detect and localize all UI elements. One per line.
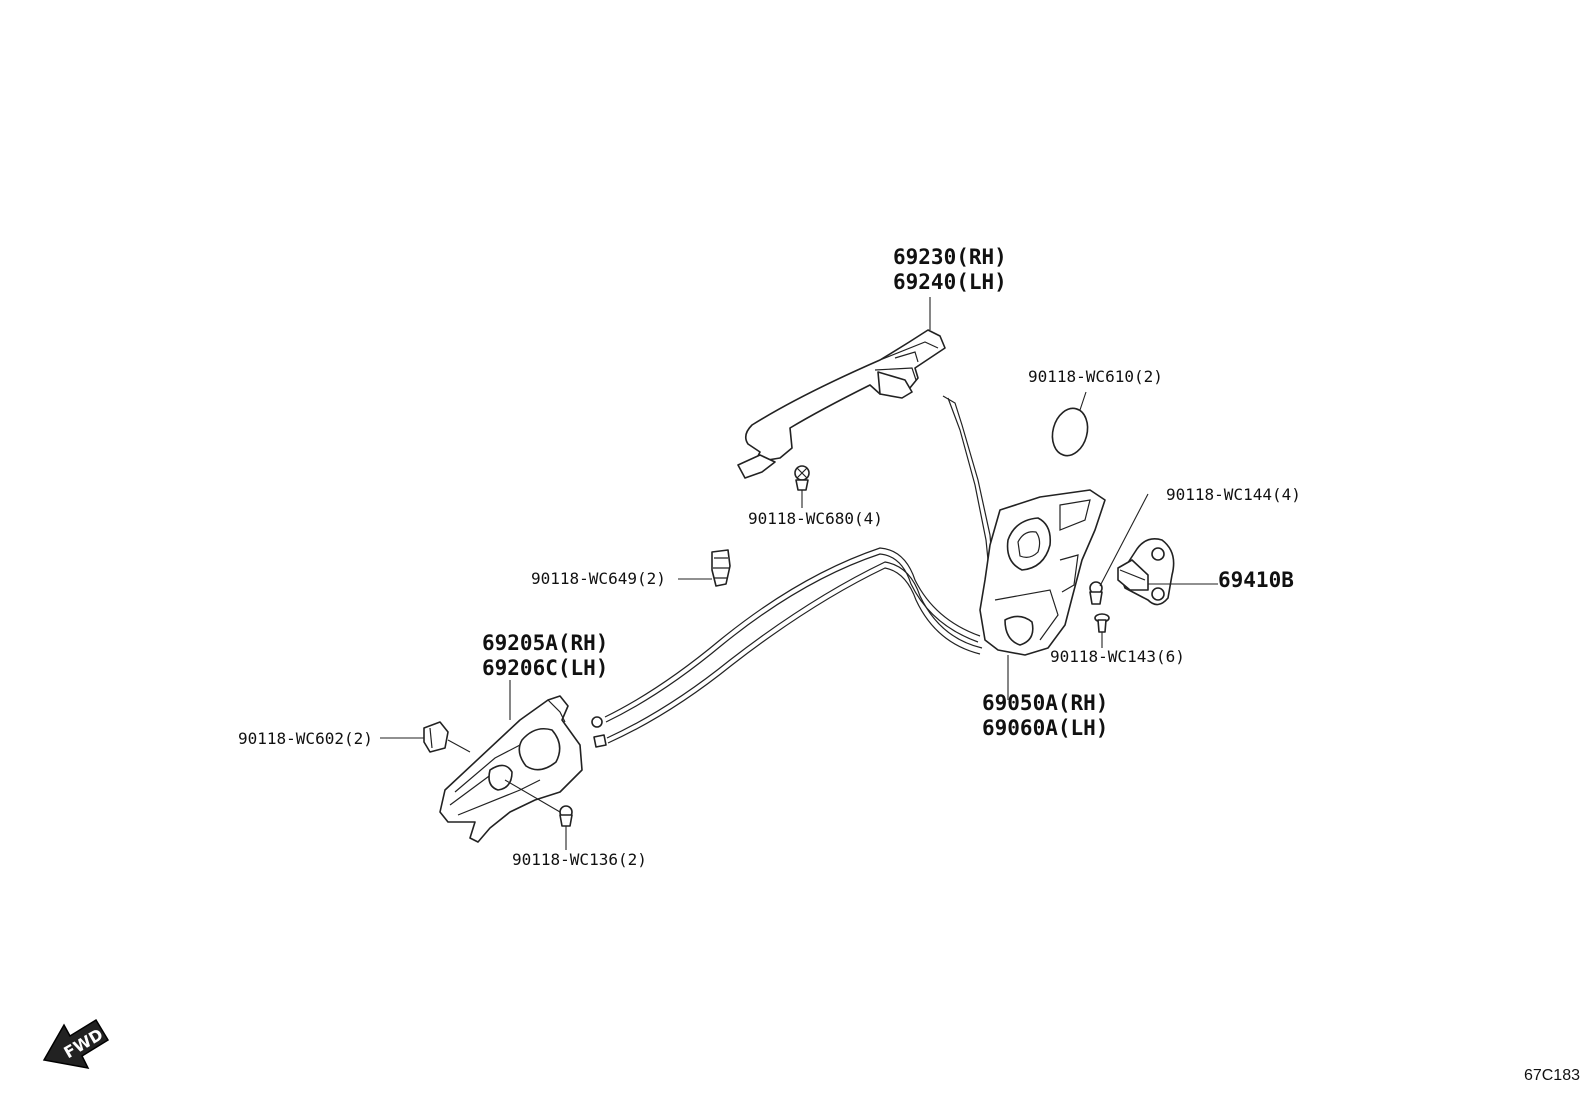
label-inside-handle-rh: 69205A(RH) <box>482 631 608 655</box>
clip-wc649[interactable] <box>711 549 731 587</box>
screw-wc680[interactable] <box>794 465 810 491</box>
forward-direction-arrow: FWD <box>42 1018 110 1070</box>
door-striker[interactable] <box>1117 538 1175 606</box>
diagram-code: 67C183 <box>1523 1067 1580 1084</box>
screw-wc144[interactable] <box>1089 581 1103 605</box>
door-lock-assembly[interactable] <box>979 489 1106 656</box>
label-striker: 69410B <box>1218 568 1294 592</box>
label-screw-wc144: 90118-WC144(4) <box>1166 485 1301 504</box>
label-outside-handle-rh: 69230(RH) <box>893 245 1007 269</box>
label-clip-wc649: 90118-WC649(2) <box>531 569 666 588</box>
outside-door-handle[interactable] <box>737 329 946 479</box>
label-outside-handle-lh: 69240(LH) <box>893 270 1007 294</box>
label-screw-wc680: 90118-WC680(4) <box>748 509 883 528</box>
label-clip-wc602: 90118-WC602(2) <box>238 729 373 748</box>
label-screw-wc610: 90118-WC610(2) <box>1028 367 1163 386</box>
round-cap[interactable] <box>1047 404 1092 459</box>
inside-door-handle[interactable] <box>439 695 583 843</box>
door-lock-cables <box>591 547 983 748</box>
leader-lines <box>380 297 1218 850</box>
screw-wc143[interactable] <box>1094 613 1110 633</box>
label-screw-wc143: 90118-WC143(6) <box>1050 647 1185 666</box>
label-screw-wc136: 90118-WC136(2) <box>512 850 647 869</box>
clip-wc602[interactable] <box>423 721 449 753</box>
label-lock-assembly-lh: 69060A(LH) <box>982 716 1108 740</box>
label-inside-handle-lh: 69206C(LH) <box>482 656 608 680</box>
label-lock-assembly-rh: 69050A(RH) <box>982 691 1108 715</box>
screw-wc136[interactable] <box>504 779 573 827</box>
actuator-rod <box>942 395 993 561</box>
